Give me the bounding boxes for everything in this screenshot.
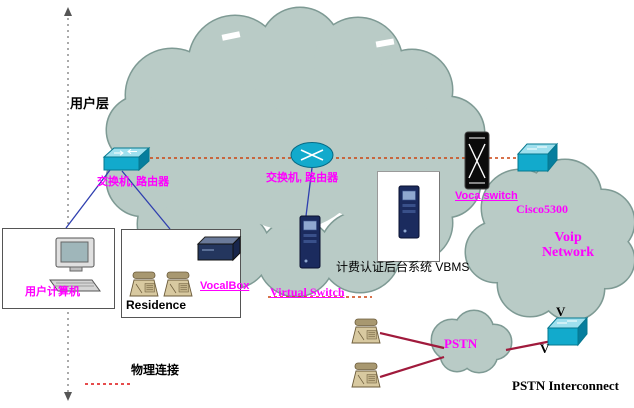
pstn-interconnect-label: PSTN Interconnect (512, 378, 620, 393)
virtual-switch-server-icon (299, 215, 321, 269)
router-to-server-line (305, 167, 313, 217)
cloud-notch (221, 31, 241, 41)
vocalbox-label: VocalBox (200, 280, 250, 292)
pstn-to-gateway-line (505, 339, 553, 352)
cisco5300-icon (516, 142, 559, 173)
voip-network-line1: Voip (554, 230, 582, 245)
pstn-phone-icon (351, 318, 381, 344)
vbms-server-icon (398, 185, 420, 239)
pstn-label: PSTN (444, 336, 478, 351)
residence-phone-icon (163, 271, 193, 297)
user-layer-axis (64, 7, 72, 401)
phone1-to-pstn-line (379, 331, 445, 350)
computer-icon (49, 237, 101, 292)
vbms-label: 计费认证后台系统 VBMS (336, 260, 470, 274)
router-icon (290, 142, 334, 168)
vocalbox-icon (196, 235, 242, 262)
switch-icon (102, 146, 151, 172)
voca-switch-icon (464, 131, 490, 190)
user-computer-label: 用户计算机 (25, 286, 80, 298)
physical-connection-label: 物理连接 (131, 363, 180, 377)
voip-network-line2: Network (541, 245, 595, 261)
switch-router-left-label: 交换机, 路由器 (97, 176, 170, 188)
main-cloud (105, 6, 486, 298)
voip-cloud (464, 158, 634, 322)
pstn-gateway-icon (546, 316, 589, 347)
gateway-v-top-label: V (556, 304, 566, 319)
voca-switch-label: Voca switch (455, 190, 518, 202)
pstn-cloud (430, 309, 513, 374)
virtual-switch-label: Virtual Switch (270, 285, 345, 299)
residence-phone-icon (129, 271, 159, 297)
gateway-v-bottom-label: V (540, 341, 550, 356)
voip-network-label: Voip Network (518, 230, 618, 261)
switch-to-residence-line (121, 170, 171, 230)
switch-router-mid-label: 交换机, 路由器 (266, 172, 339, 184)
residence-label: Residence (126, 298, 187, 312)
phone2-to-pstn-line (379, 355, 445, 379)
switch-to-computer-line (65, 169, 111, 229)
pstn-phone-icon (351, 362, 381, 388)
user-layer-label: 用户层 (70, 96, 110, 111)
cloud-notch (375, 38, 395, 48)
cisco5300-label: Cisco5300 (516, 202, 568, 216)
